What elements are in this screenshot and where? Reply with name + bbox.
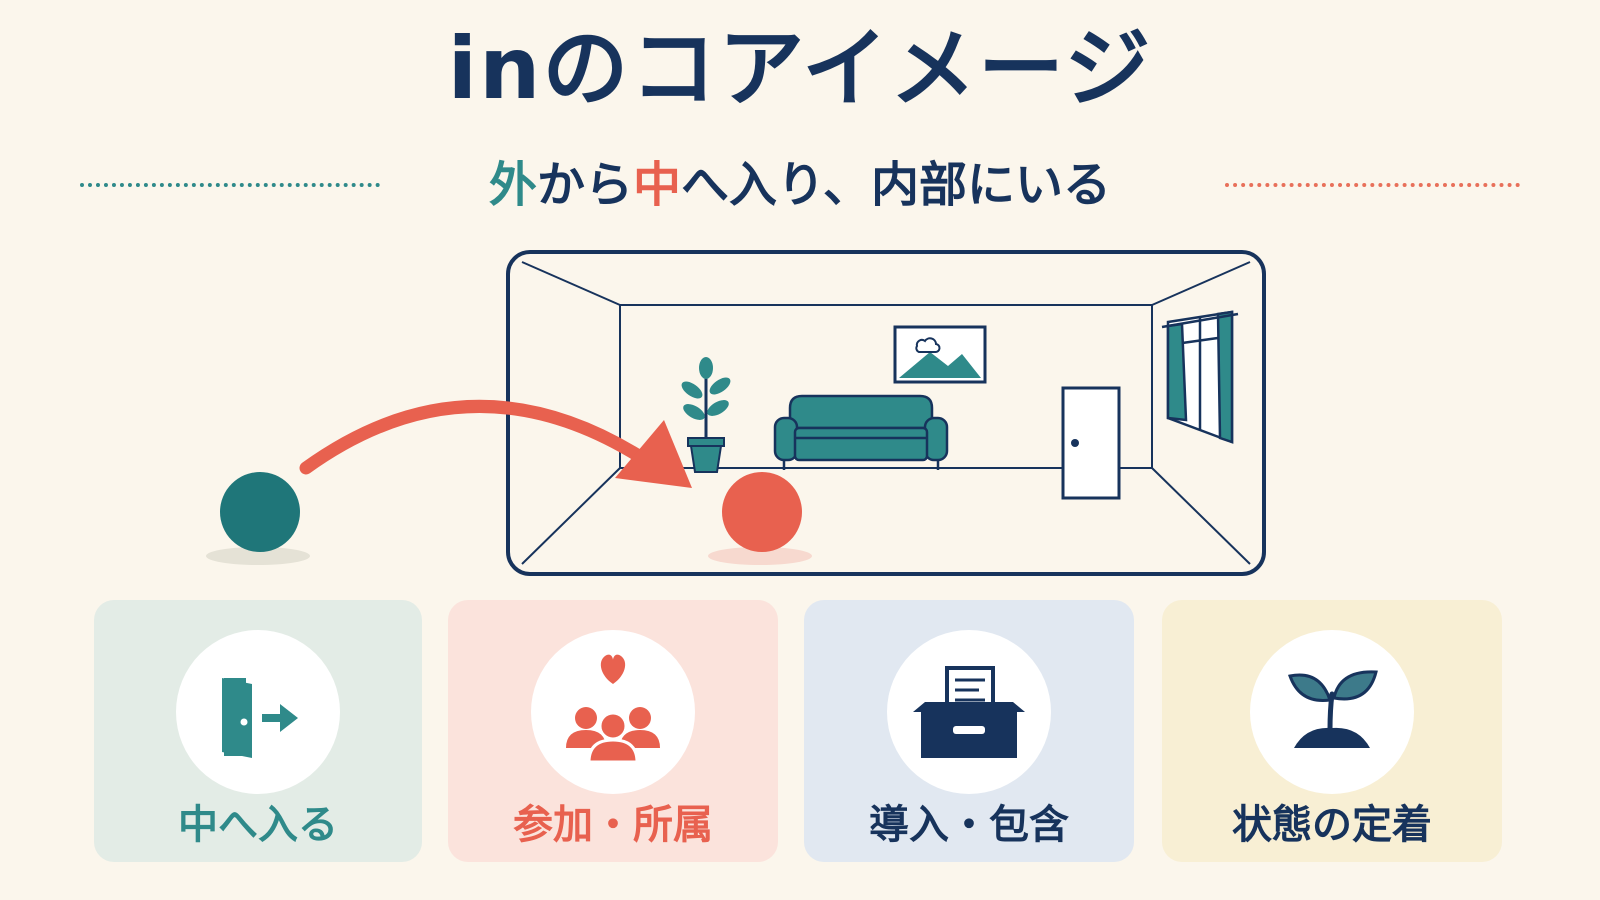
page-title: inのコアイメージ <box>447 19 1153 119</box>
subtitle-rest: へ入り、内部にいる <box>680 157 1112 213</box>
group-heart-icon <box>566 654 660 764</box>
dotted-divider-right <box>1225 183 1520 187</box>
window-icon <box>1161 310 1239 444</box>
potted-plant-icon <box>681 357 731 473</box>
file-box-icon <box>913 666 1025 758</box>
card-icon-circle <box>887 630 1051 794</box>
sofa-icon <box>773 394 949 470</box>
category-cards: 中へ入る 参加・所属 <box>0 600 1600 870</box>
card-label: 状態の定着 <box>1232 802 1432 848</box>
entry-arrow-icon <box>299 400 692 488</box>
dotted-divider-left <box>80 183 380 187</box>
card-join: 参加・所属 <box>448 600 778 862</box>
card-label: 導入・包含 <box>869 802 1069 848</box>
card-label: 中へ入る <box>178 802 338 848</box>
subtitle-from: から <box>536 157 633 213</box>
card-include: 導入・包含 <box>804 600 1134 862</box>
ball-shadow-outside <box>206 547 310 565</box>
ball-shadow-inside <box>708 547 812 565</box>
card-icon-circle <box>1250 630 1414 794</box>
subtitle: 外から中へ入り、内部にいる <box>400 150 1200 220</box>
door-enter-icon <box>222 678 298 758</box>
landscape-picture-icon <box>893 325 987 384</box>
card-icon-circle <box>176 630 340 794</box>
subtitle-outside: 外 <box>488 157 537 213</box>
card-icon-circle <box>531 630 695 794</box>
card-label: 参加・所属 <box>513 802 713 848</box>
subtitle-inside: 中 <box>632 157 681 213</box>
outside-ball <box>220 472 300 552</box>
door-icon <box>1061 386 1121 500</box>
subtitle-row: 外から中へ入り、内部にいる <box>0 150 1600 220</box>
sprout-icon <box>1288 670 1378 748</box>
card-settle: 状態の定着 <box>1162 600 1502 862</box>
inside-ball <box>722 472 802 552</box>
card-enter: 中へ入る <box>94 600 422 862</box>
